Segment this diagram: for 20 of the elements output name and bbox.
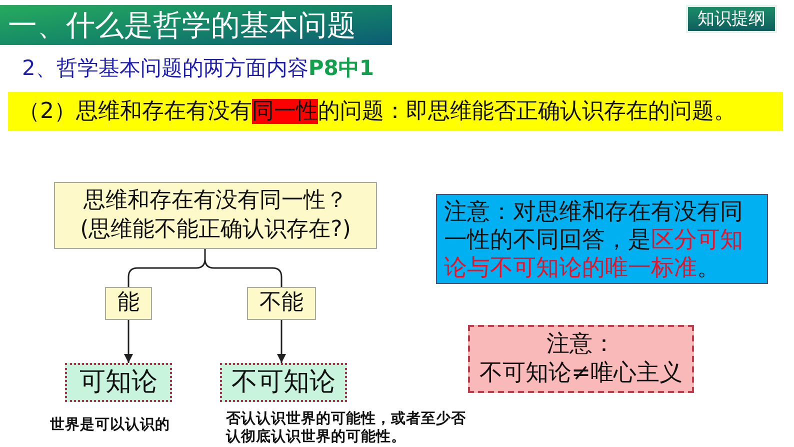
conclusion-box: 不可知论 bbox=[220, 363, 347, 402]
conclusion-box: 可知论 bbox=[65, 363, 172, 402]
slide-title: 一、什么是哲学的基本问题 bbox=[0, 5, 392, 45]
answer-box: 能 bbox=[105, 287, 152, 320]
arrow bbox=[124, 320, 133, 363]
answer-box: 不能 bbox=[247, 287, 316, 320]
question-subtext: (思维能不能正确认识存在?) bbox=[80, 216, 351, 244]
description-text: 否认认识世界的可能性，或者至少否认彻底认识世界的可能性。 bbox=[226, 410, 466, 446]
description-text: 世界是可以认识的 bbox=[50, 416, 171, 434]
outline-tag: 知识提纲 bbox=[686, 5, 777, 33]
question-box bbox=[54, 182, 377, 249]
note-heading: 注意： bbox=[546, 330, 616, 359]
brace-connector bbox=[128, 248, 282, 288]
subheading: 2、哲学基本问题的两方面内容P8中1 bbox=[22, 55, 374, 81]
note-box bbox=[468, 325, 694, 393]
arrow bbox=[277, 320, 286, 363]
note-text: 不可知论≠唯心主义 bbox=[479, 359, 683, 388]
question-text: 思维和存在有没有同一性？ bbox=[84, 187, 348, 215]
highlight-banner: （2）思维和存在有没有同一性的问题：即思维能否正确认识存在的问题。 bbox=[8, 92, 783, 131]
note-box: 注意：对思维和存在有没有同一性的不同回答，是区分可知论与不可知论的唯一标准。 bbox=[436, 194, 768, 284]
